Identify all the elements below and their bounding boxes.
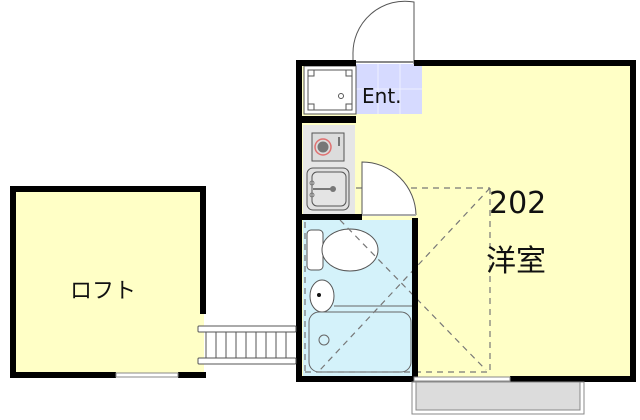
stove-icon [311, 132, 345, 162]
entrance-label: Ent. [362, 84, 402, 108]
kitchen-sink-icon [306, 167, 350, 211]
loft-label: ロフト [70, 279, 137, 304]
entrance-area [356, 64, 422, 114]
unit-number: 202 [489, 186, 547, 221]
ladder-icon [197, 325, 297, 365]
shoe-cabinet-icon [303, 65, 357, 115]
entrance-door-icon [352, 0, 415, 64]
main-room-label: 洋室 [486, 244, 546, 279]
window [413, 376, 511, 382]
walls [296, 60, 636, 382]
bath-door-icon [361, 161, 417, 216]
bathtub-icon [308, 311, 412, 373]
loft-room [10, 186, 206, 378]
balcony [411, 381, 585, 415]
toilet-icon [306, 228, 379, 272]
